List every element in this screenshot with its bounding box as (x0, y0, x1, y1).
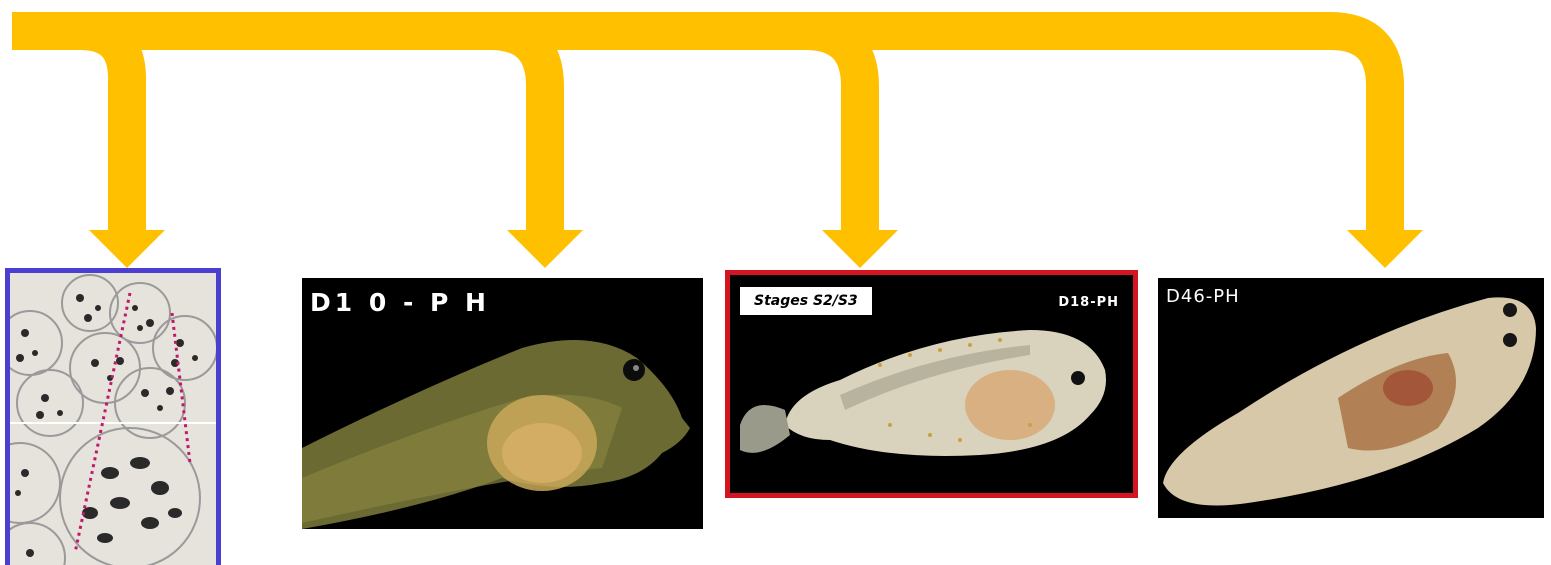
juvenile-d46-panel: D46-PH (1158, 278, 1544, 518)
eggs-image-panel (5, 268, 221, 565)
larva-d10-panel: D1 0 - P H (302, 278, 703, 529)
arrow-branch-2 (420, 31, 545, 230)
juvenile-d46-label: D46-PH (1166, 286, 1240, 307)
stage-label: Stages S2/S3 (740, 287, 872, 315)
arrowhead-3 (822, 230, 898, 268)
arrowhead-4 (1347, 230, 1423, 268)
larva-d18-panel: Stages S2/S3 D18-PH (725, 270, 1138, 498)
arrow-branch-1 (12, 31, 127, 230)
arrowhead-1 (89, 230, 165, 268)
arrowhead-2 (507, 230, 583, 268)
larva-d18-label: D18-PH (1058, 295, 1119, 310)
larva-d10-label: D1 0 - P H (310, 288, 490, 317)
juvenile-d46-image (1158, 278, 1544, 518)
arrow-branch-3 (760, 31, 860, 230)
arrow-trunk (12, 31, 1385, 230)
petri-dishes-image (10, 273, 216, 565)
